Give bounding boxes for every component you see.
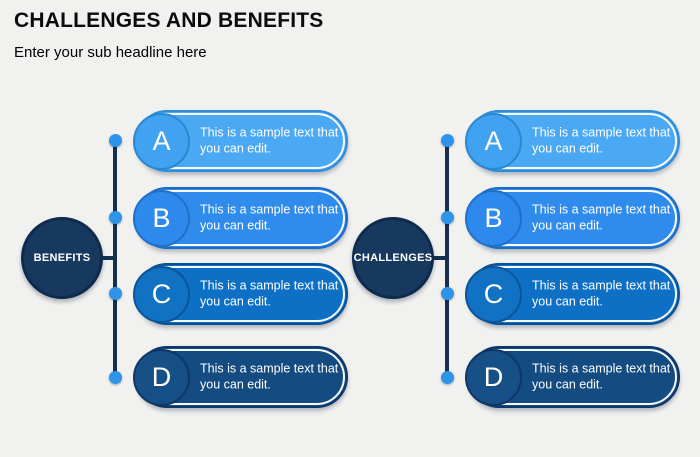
pill-sample-text: This is a sample text that you can edit. — [532, 361, 671, 392]
timeline-node — [109, 211, 122, 224]
pill-sample-text: This is a sample text that you can edit. — [200, 125, 339, 156]
challenges-hub-connector — [431, 256, 448, 260]
challenges-letter-circle-c: C — [465, 265, 522, 323]
benefits-pill-b: B This is a sample text that you can edi… — [133, 187, 348, 249]
challenges-hub-label: CHALLENGES — [353, 252, 433, 264]
timeline-node — [441, 371, 454, 384]
timeline-node — [441, 211, 454, 224]
slide-subtitle: Enter your sub headline here — [14, 44, 207, 61]
pill-sample-text: This is a sample text that you can edit. — [200, 278, 339, 309]
letter-label: D — [151, 361, 172, 392]
letter-label: A — [152, 125, 171, 156]
challenges-pill-d: D This is a sample text that you can edi… — [465, 346, 680, 408]
slide-title: CHALLENGES AND BENEFITS — [14, 9, 324, 32]
timeline-node — [109, 287, 122, 300]
letter-label: C — [483, 278, 504, 309]
challenges-pill-a: A This is a sample text that you can edi… — [465, 110, 680, 172]
timeline-node — [441, 134, 454, 147]
pill-sample-text: This is a sample text that you can edit. — [200, 361, 339, 392]
benefits-pill-d: D This is a sample text that you can edi… — [133, 346, 348, 408]
pill-sample-text: This is a sample text that you can edit. — [532, 202, 671, 233]
benefits-letter-circle-a: A — [133, 112, 190, 170]
benefits-hub-circle: BENEFITS — [21, 217, 103, 299]
challenges-hub-circle: CHALLENGES — [352, 217, 434, 299]
letter-label: C — [151, 278, 172, 309]
pill-sample-text: This is a sample text that you can edit. — [532, 278, 671, 309]
benefits-hub-connector — [99, 256, 116, 260]
challenges-pill-c: C This is a sample text that you can edi… — [465, 263, 680, 325]
letter-label: B — [484, 202, 503, 233]
benefits-letter-circle-d: D — [133, 348, 190, 406]
timeline-node — [109, 134, 122, 147]
letter-label: B — [152, 202, 171, 233]
pill-sample-text: This is a sample text that you can edit. — [532, 125, 671, 156]
timeline-node — [109, 371, 122, 384]
pill-sample-text: This is a sample text that you can edit. — [200, 202, 339, 233]
challenges-letter-circle-b: B — [465, 189, 522, 247]
challenges-letter-circle-a: A — [465, 112, 522, 170]
letter-label: D — [483, 361, 504, 392]
timeline-node — [441, 287, 454, 300]
challenges-letter-circle-d: D — [465, 348, 522, 406]
benefits-hub-label: BENEFITS — [33, 252, 91, 264]
benefits-letter-circle-c: C — [133, 265, 190, 323]
challenges-pill-b: B This is a sample text that you can edi… — [465, 187, 680, 249]
letter-label: A — [484, 125, 503, 156]
benefits-pill-a: A This is a sample text that you can edi… — [133, 110, 348, 172]
benefits-pill-c: C This is a sample text that you can edi… — [133, 263, 348, 325]
benefits-letter-circle-b: B — [133, 189, 190, 247]
